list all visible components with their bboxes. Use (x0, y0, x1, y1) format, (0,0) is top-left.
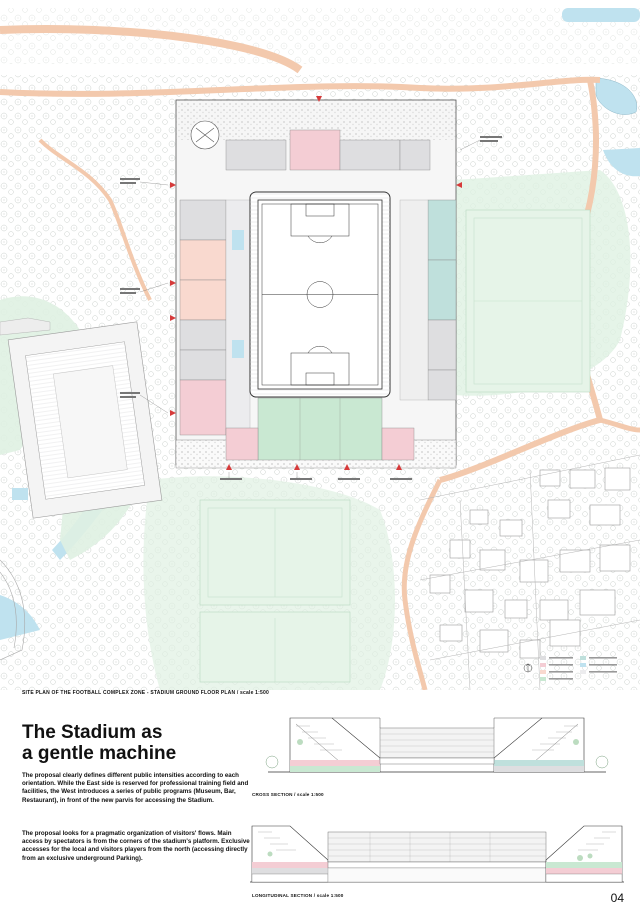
longitudinal-section-caption: LONGITUDINAL SECTION / scale 1:500 (252, 893, 344, 898)
paragraph-flows: The proposal looks for a pragmatic organ… (22, 830, 250, 862)
cross-section-caption: CROSS SECTION / scale 1:500 (252, 792, 324, 797)
paragraph-programs: The proposal clearly defines different p… (22, 772, 249, 804)
article-title: The Stadium as a gentle machine (22, 722, 242, 764)
plan-caption: SITE PLAN OF THE FOOTBALL COMPLEX ZONE -… (22, 690, 269, 696)
title-line-2: a gentle machine (22, 743, 177, 764)
longitudinal-section-drawing (250, 825, 624, 883)
title-line-1: The Stadium as (22, 722, 163, 743)
site-plan (0, 8, 640, 690)
cross-section-drawing (265, 717, 609, 773)
page-number: 04 (610, 891, 624, 905)
